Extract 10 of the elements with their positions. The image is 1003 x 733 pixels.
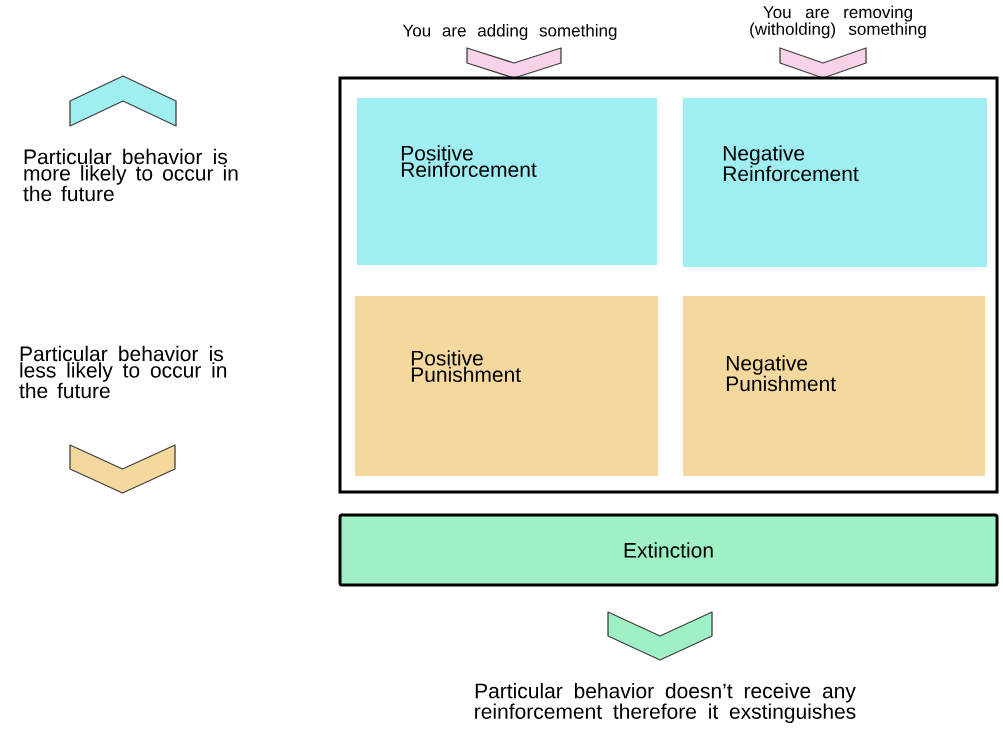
caption-text: You are adding something xyxy=(402,24,617,40)
caption-text: Particular behavior is more likely to occur in the future xyxy=(23,148,238,202)
caption-text: Particular behavior is less likely to occur in the future xyxy=(19,345,227,399)
quadrant-box: Negative Punishment xyxy=(683,296,985,476)
caption-text: You are removing (witholding) something xyxy=(750,5,926,39)
caption-text: Particular behavior doesn’t receive any reinforcement therefore it exstinguishes xyxy=(475,682,856,724)
quadrant-box: Positive Reinforcement xyxy=(357,98,657,265)
quadrant-box: Positive Punishment xyxy=(355,296,658,476)
quadrant-box: Negative Reinforcement xyxy=(683,98,987,267)
process-box: Extinction xyxy=(338,513,999,587)
